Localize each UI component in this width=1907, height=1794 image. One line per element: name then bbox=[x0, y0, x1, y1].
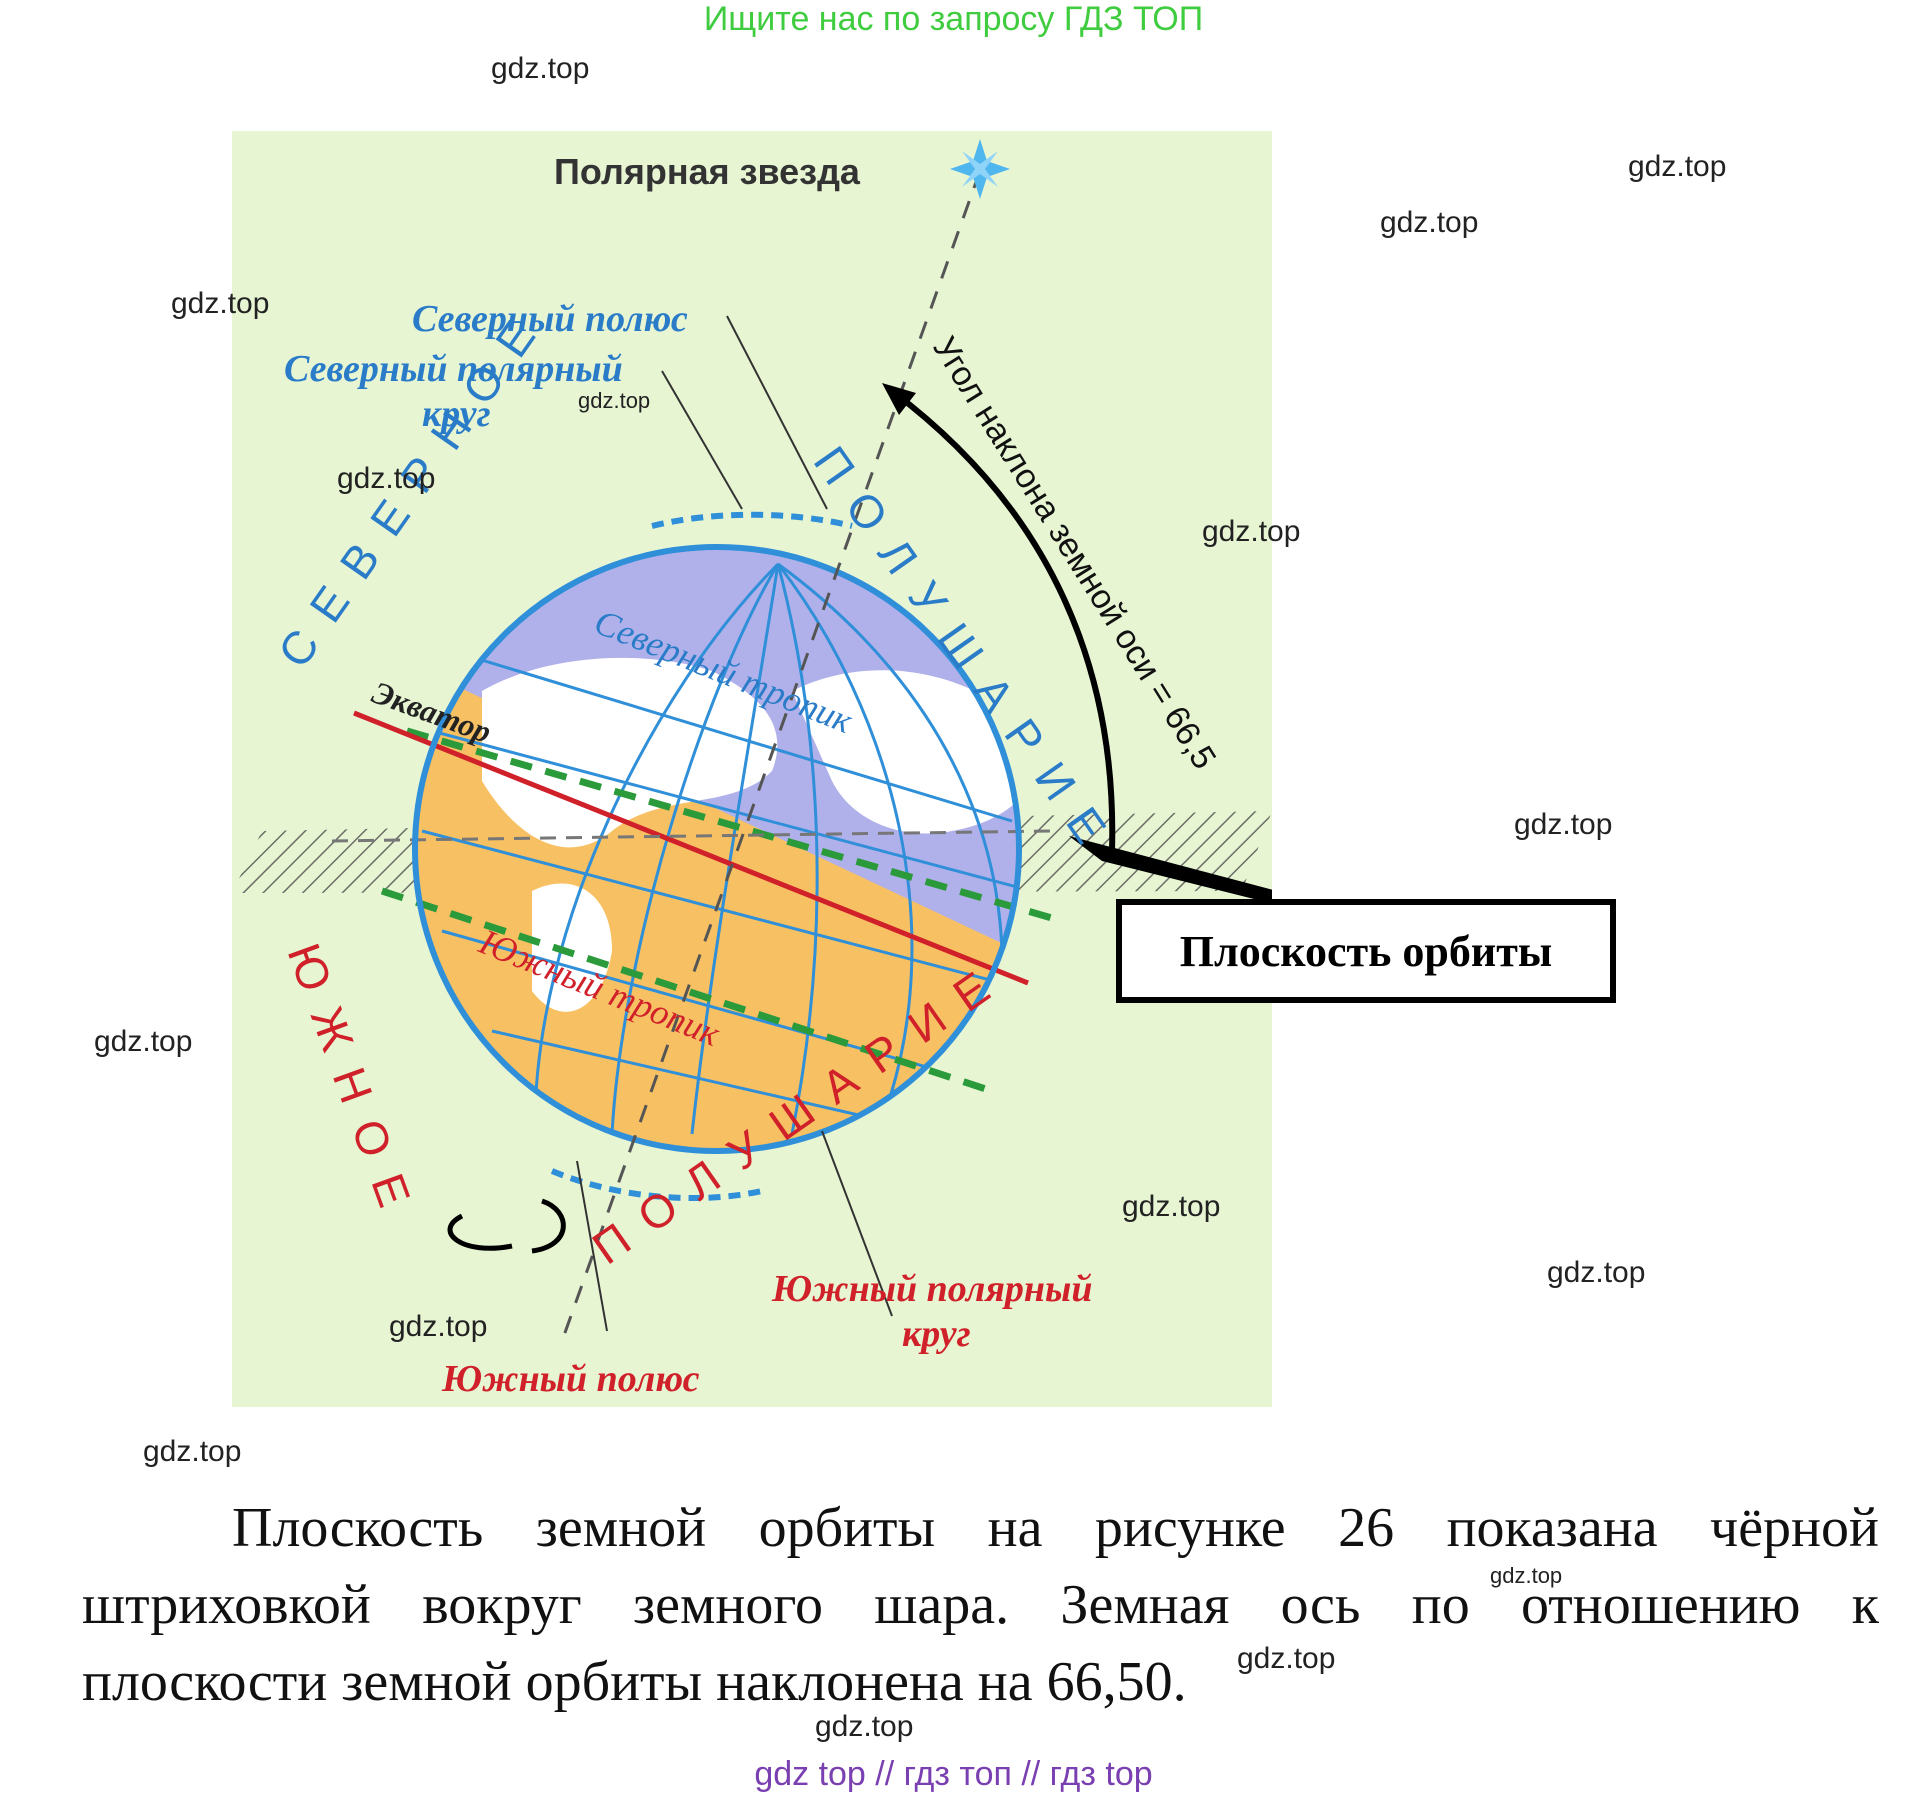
southern-hemisphere-label-1: ЮЖНОЕ bbox=[278, 937, 429, 1234]
watermark: gdz.top bbox=[815, 1710, 914, 1743]
orbit-plane-callout: Плоскость орбиты bbox=[1116, 899, 1616, 1003]
watermark: gdz.top bbox=[337, 462, 436, 495]
top-banner: Ищите нас по запросу ГДЗ ТОП bbox=[703, 0, 1204, 38]
watermark: gdz.top bbox=[578, 388, 651, 413]
north-polar-circle-label: Северный полярный bbox=[284, 348, 623, 390]
south-polar-circle-label: Южный полярный bbox=[771, 1268, 1093, 1310]
watermark: gdz.top bbox=[1490, 1563, 1563, 1588]
watermark: gdz.top bbox=[1237, 1642, 1336, 1675]
polar-star-label: Полярная звезда bbox=[554, 151, 861, 192]
south-polar-circle-label-2: круг bbox=[902, 1313, 971, 1355]
globe-body bbox=[415, 547, 1019, 1151]
footer-links[interactable]: gdz top // гдз топ // гдз top bbox=[754, 1755, 1153, 1793]
watermark: gdz.top bbox=[389, 1310, 488, 1343]
paragraph-line-1: Плоскость земной орбиты на рисунке 26 по… bbox=[232, 1497, 1879, 1559]
tilt-angle-arc bbox=[890, 388, 1116, 852]
answer-paragraph: Плоскость земной орбиты на рисунке 26 по… bbox=[82, 1490, 1879, 1721]
north-pole-label: Северный полюс bbox=[412, 298, 688, 340]
callout-pointer bbox=[1069, 836, 1272, 904]
watermark: gdz.top bbox=[1122, 1190, 1221, 1223]
earth-diagram: Полярная звезда Северный полюс Северный … bbox=[232, 139, 1272, 1400]
paragraph-line-2: штриховкой вокруг земного шара. Земная о… bbox=[82, 1574, 1879, 1636]
watermark: gdz.top bbox=[1380, 206, 1479, 239]
watermark: gdz.top bbox=[171, 287, 270, 320]
watermark: gdz.top bbox=[1547, 1256, 1646, 1289]
south-pole-label: Южный полюс bbox=[441, 1358, 700, 1400]
equator-line bbox=[353, 710, 1029, 986]
north-polar-circle-label-2: круг bbox=[422, 393, 491, 435]
watermark: gdz.top bbox=[143, 1435, 242, 1468]
watermark: gdz.top bbox=[1514, 808, 1613, 841]
watermark: gdz.top bbox=[491, 52, 590, 85]
arrow-head-icon bbox=[882, 383, 916, 415]
north-tropic-line bbox=[406, 727, 1063, 925]
watermark: gdz.top bbox=[1202, 515, 1301, 548]
polar-star-icon bbox=[950, 139, 1010, 199]
globe-outline bbox=[412, 544, 1022, 1154]
watermark: gdz.top bbox=[1628, 150, 1727, 183]
earth-axis-figure: Полярная звезда Северный полюс Северный … bbox=[232, 131, 1272, 1407]
paragraph-line-3: плоскости земной орбиты наклонена на 66,… bbox=[82, 1651, 1187, 1713]
earth-axis bbox=[560, 170, 982, 1342]
rotation-arrow-icon bbox=[447, 1213, 513, 1251]
watermark: gdz.top bbox=[94, 1025, 193, 1058]
